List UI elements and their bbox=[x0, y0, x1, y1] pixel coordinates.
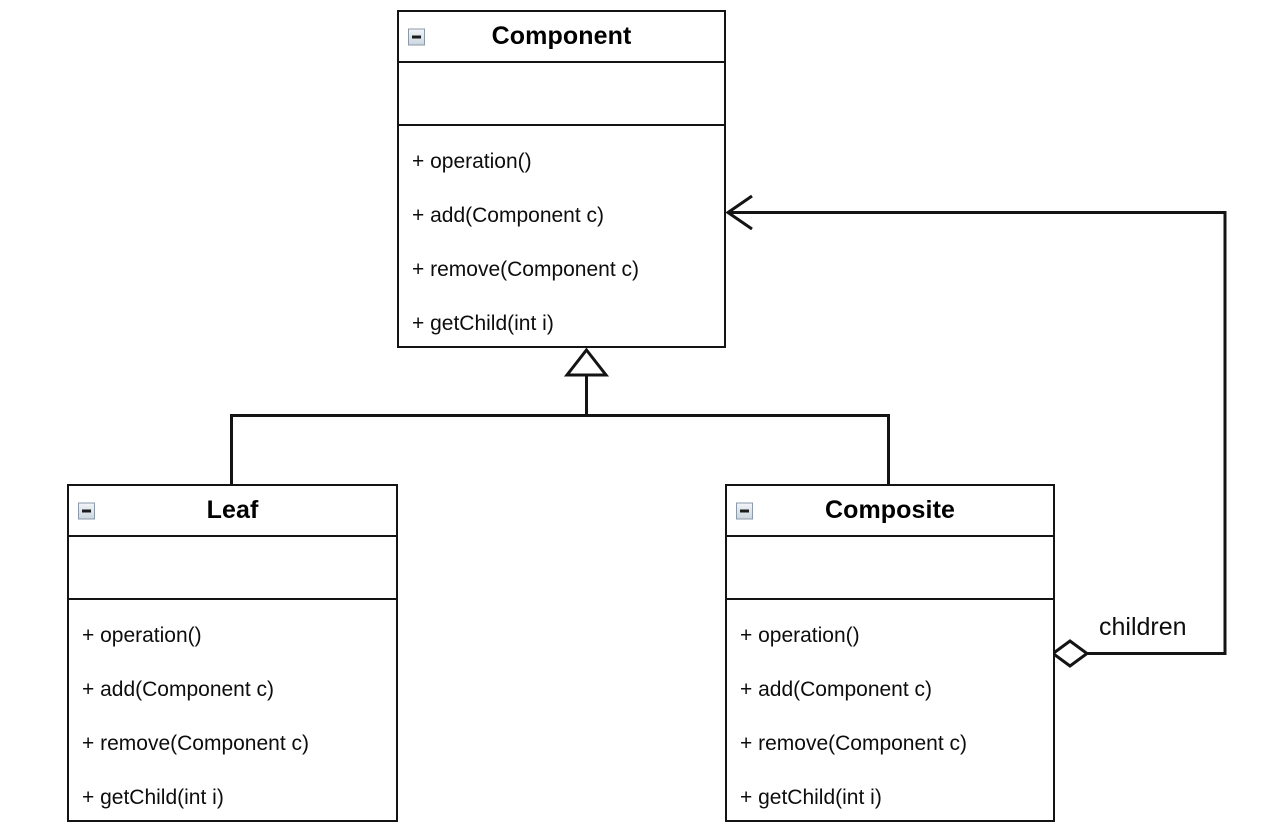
method-row: + getChild(int i) bbox=[82, 786, 224, 809]
class-header-leaf: Leaf bbox=[69, 486, 396, 537]
class-name-component: Component bbox=[491, 22, 632, 50]
method-row: + remove(Component c) bbox=[412, 258, 640, 281]
class-attributes-component bbox=[399, 63, 724, 126]
collapse-minus-icon[interactable] bbox=[736, 502, 753, 519]
class-box-leaf[interactable]: Leaf + operation() + add(Component c) + … bbox=[67, 484, 398, 822]
class-name-leaf: Leaf bbox=[206, 496, 259, 524]
generalization-arrowhead bbox=[563, 347, 610, 377]
class-attributes-leaf bbox=[69, 537, 396, 600]
aggregation-role-label: children bbox=[1099, 613, 1187, 641]
class-box-composite[interactable]: Composite + operation() + add(Component … bbox=[725, 484, 1055, 822]
method-row: + add(Component c) bbox=[412, 204, 605, 227]
method-row: + remove(Component c) bbox=[740, 732, 968, 755]
class-box-component[interactable]: Component + operation() + add(Component … bbox=[397, 10, 726, 348]
class-header-component: Component bbox=[399, 12, 724, 63]
class-name-composite: Composite bbox=[824, 496, 956, 524]
aggregation-diamond bbox=[1050, 639, 1090, 668]
association-arrowhead bbox=[725, 194, 753, 231]
class-methods-component: + operation() + add(Component c) + remov… bbox=[399, 126, 724, 351]
method-row: + operation() bbox=[740, 624, 860, 647]
method-row: + remove(Component c) bbox=[82, 732, 310, 755]
class-methods-composite: + operation() + add(Component c) + remov… bbox=[727, 600, 1053, 825]
method-row: + add(Component c) bbox=[82, 678, 275, 701]
method-row: + operation() bbox=[412, 150, 532, 173]
class-methods-leaf: + operation() + add(Component c) + remov… bbox=[69, 600, 396, 825]
method-row: + operation() bbox=[82, 624, 202, 647]
collapse-minus-icon[interactable] bbox=[408, 28, 425, 45]
method-row: + add(Component c) bbox=[740, 678, 933, 701]
class-attributes-composite bbox=[727, 537, 1053, 600]
method-row: + getChild(int i) bbox=[412, 312, 554, 335]
collapse-minus-icon[interactable] bbox=[78, 502, 95, 519]
method-row: + getChild(int i) bbox=[740, 786, 882, 809]
class-header-composite: Composite bbox=[727, 486, 1053, 537]
